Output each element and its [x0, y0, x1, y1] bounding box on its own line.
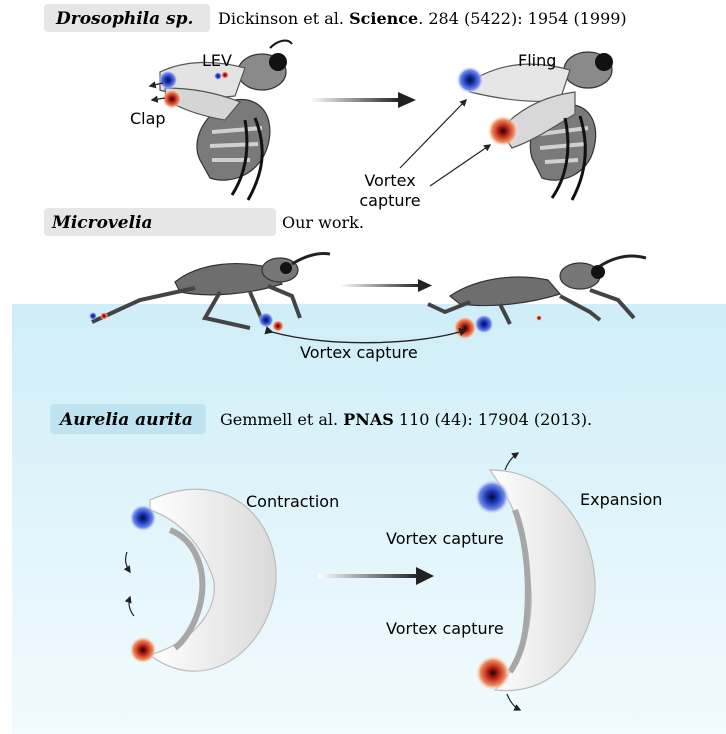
label-lev: LEV: [202, 51, 232, 70]
water-background: [12, 304, 726, 734]
label-vortex-drosophila-2: capture: [359, 191, 420, 210]
label-vortex-capture-microvelia: Vortex capture: [300, 343, 418, 362]
transition-arrowhead-microvelia: [418, 279, 432, 292]
vortex-red-clap: [162, 89, 182, 109]
vortex-strider-1-blue-small: [89, 312, 97, 320]
vortex-pointer-red: [429, 144, 492, 187]
transition-arrowhead-aurelia: [416, 567, 434, 585]
aurelia-title-box: [50, 404, 206, 434]
microvelia-note: Our work.: [282, 213, 364, 232]
clap-arrow-bottom: [150, 95, 166, 103]
label-vortex-capture-top: Vortex capture: [386, 529, 504, 548]
jellyfish-expanded-margin: [507, 508, 531, 674]
label-expansion: Expansion: [580, 490, 662, 509]
jelly-expansion-arrow-top: [504, 452, 520, 471]
vortex-lev-blue: [214, 72, 222, 80]
jelly-expansion-arrow-bottom: [506, 693, 522, 711]
jelly-contraction-arrow-top: [123, 551, 131, 574]
transition-arrow-drosophila: [310, 98, 400, 102]
microvelia-species: Microvelia: [51, 213, 153, 233]
jellyfish-contracted-margin: [168, 527, 206, 651]
vortex-strider-1-blue: [258, 312, 274, 328]
vortex-strider-1-red: [272, 320, 284, 332]
microvelia-strider-2: [427, 254, 647, 325]
label-clap: Clap: [130, 109, 166, 128]
drosophila-species: Drosophila sp.: [55, 9, 193, 29]
vortex-capture-arrow-microvelia: [264, 326, 468, 344]
drosophila-title-box: [44, 4, 210, 32]
aurelia-citation: Gemmell et al. PNAS 110 (44): 17904 (201…: [220, 410, 592, 429]
transition-arrowhead-drosophila: [398, 92, 416, 108]
vortex-jelly-contraction-red: [129, 636, 157, 664]
microvelia-strider-1: [91, 252, 331, 330]
label-vortex-drosophila-1: Vortex: [364, 171, 415, 190]
vortex-blue-fling: [456, 66, 484, 94]
vortex-red-fling: [487, 115, 519, 147]
vortex-strider-1-red-small: [100, 312, 108, 320]
fly-fling-illustration: [469, 51, 613, 201]
vortex-blue-clap: [158, 70, 178, 90]
jellyfish-contracted-bell: [148, 488, 277, 672]
vortex-strider-2-red-small: [536, 315, 542, 321]
label-fling: Fling: [518, 51, 556, 70]
vortex-pointer-blue: [399, 98, 468, 169]
vortex-jelly-contraction-blue: [129, 504, 157, 532]
vortex-jelly-expansion-red: [475, 655, 511, 691]
vortex-jelly-expansion-blue: [474, 479, 510, 515]
transition-arrow-aurelia: [318, 574, 418, 578]
jelly-contraction-arrow-bottom: [124, 595, 135, 617]
microvelia-title-box: [44, 208, 276, 236]
vortex-strider-2-blue: [474, 314, 494, 334]
label-contraction: Contraction: [246, 492, 339, 511]
clap-arrow-top: [148, 81, 164, 89]
vortex-lev-red: [221, 71, 229, 79]
aurelia-species: Aurelia aurita: [58, 410, 193, 430]
transition-arrow-microvelia: [340, 284, 420, 287]
vortex-strider-2-red: [453, 316, 477, 340]
drosophila-citation: Dickinson et al. Science. 284 (5422): 19…: [218, 9, 627, 28]
label-vortex-capture-bottom: Vortex capture: [386, 619, 504, 638]
